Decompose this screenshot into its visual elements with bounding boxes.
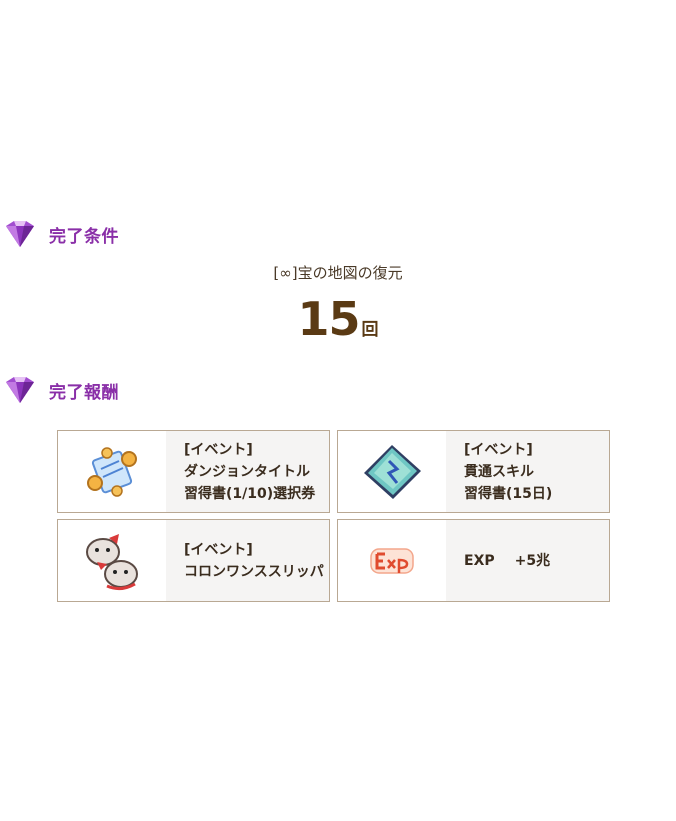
completion-reward-header: 完了報酬 [0,373,119,407]
reward-item-card[interactable]: [イベント] ダンジョンタイトル 習得書(1/10)選択券 [57,430,330,513]
reward-item-thumb [338,431,446,512]
completion-reward-title: 完了報酬 [49,382,119,403]
condition-target-name: [∞]宝の地図の復元 [273,264,403,282]
reward-item-thumb [58,520,166,601]
completion-condition-title: 完了条件 [49,226,119,247]
condition-count-value: 15 [297,292,360,346]
reward-item-tag: [イベント] [184,541,253,558]
reward-item-info: EXP +5兆 [446,520,609,601]
reward-item-name: 習得書(15日) [464,485,553,502]
reward-item-name: ダンジョンタイトル [184,463,310,480]
purple-gem-icon [6,377,34,403]
reward-item-name: コロンワンススリッパ [184,563,324,580]
reward-item-thumb [338,520,446,601]
condition-count-unit: 回 [361,320,379,340]
reward-item-card[interactable]: [イベント] コロンワンススリッパ [57,519,330,602]
colon-slippers-icon [86,533,138,590]
reward-item-card[interactable]: [イベント] 貫通スキル 習得書(15日) [337,430,610,513]
reward-item-name: EXP [464,552,495,569]
reward-item-tag: [イベント] [464,441,533,458]
exp-icon [370,547,414,574]
reward-item-info: [イベント] コロンワンススリッパ [166,520,329,601]
reward-item-amount: +5兆 [514,552,551,569]
skill-book-tablet-icon [364,444,421,499]
exp-reward-row: EXP +5兆 [464,550,609,572]
reward-item-name: 貫通スキル [464,463,534,480]
reward-item-info: [イベント] ダンジョンタイトル 習得書(1/10)選択券 [166,431,329,512]
reward-item-name: 習得書(1/10)選択券 [184,485,316,502]
skill-book-scroll-icon [87,446,137,497]
reward-item-tag: [イベント] [184,441,253,458]
reward-item-card[interactable]: EXP +5兆 [337,519,610,602]
reward-item-info: [イベント] 貫通スキル 習得書(15日) [446,431,609,512]
purple-gem-icon [6,221,34,247]
completion-condition-header: 完了条件 [0,217,119,251]
reward-item-thumb [58,431,166,512]
